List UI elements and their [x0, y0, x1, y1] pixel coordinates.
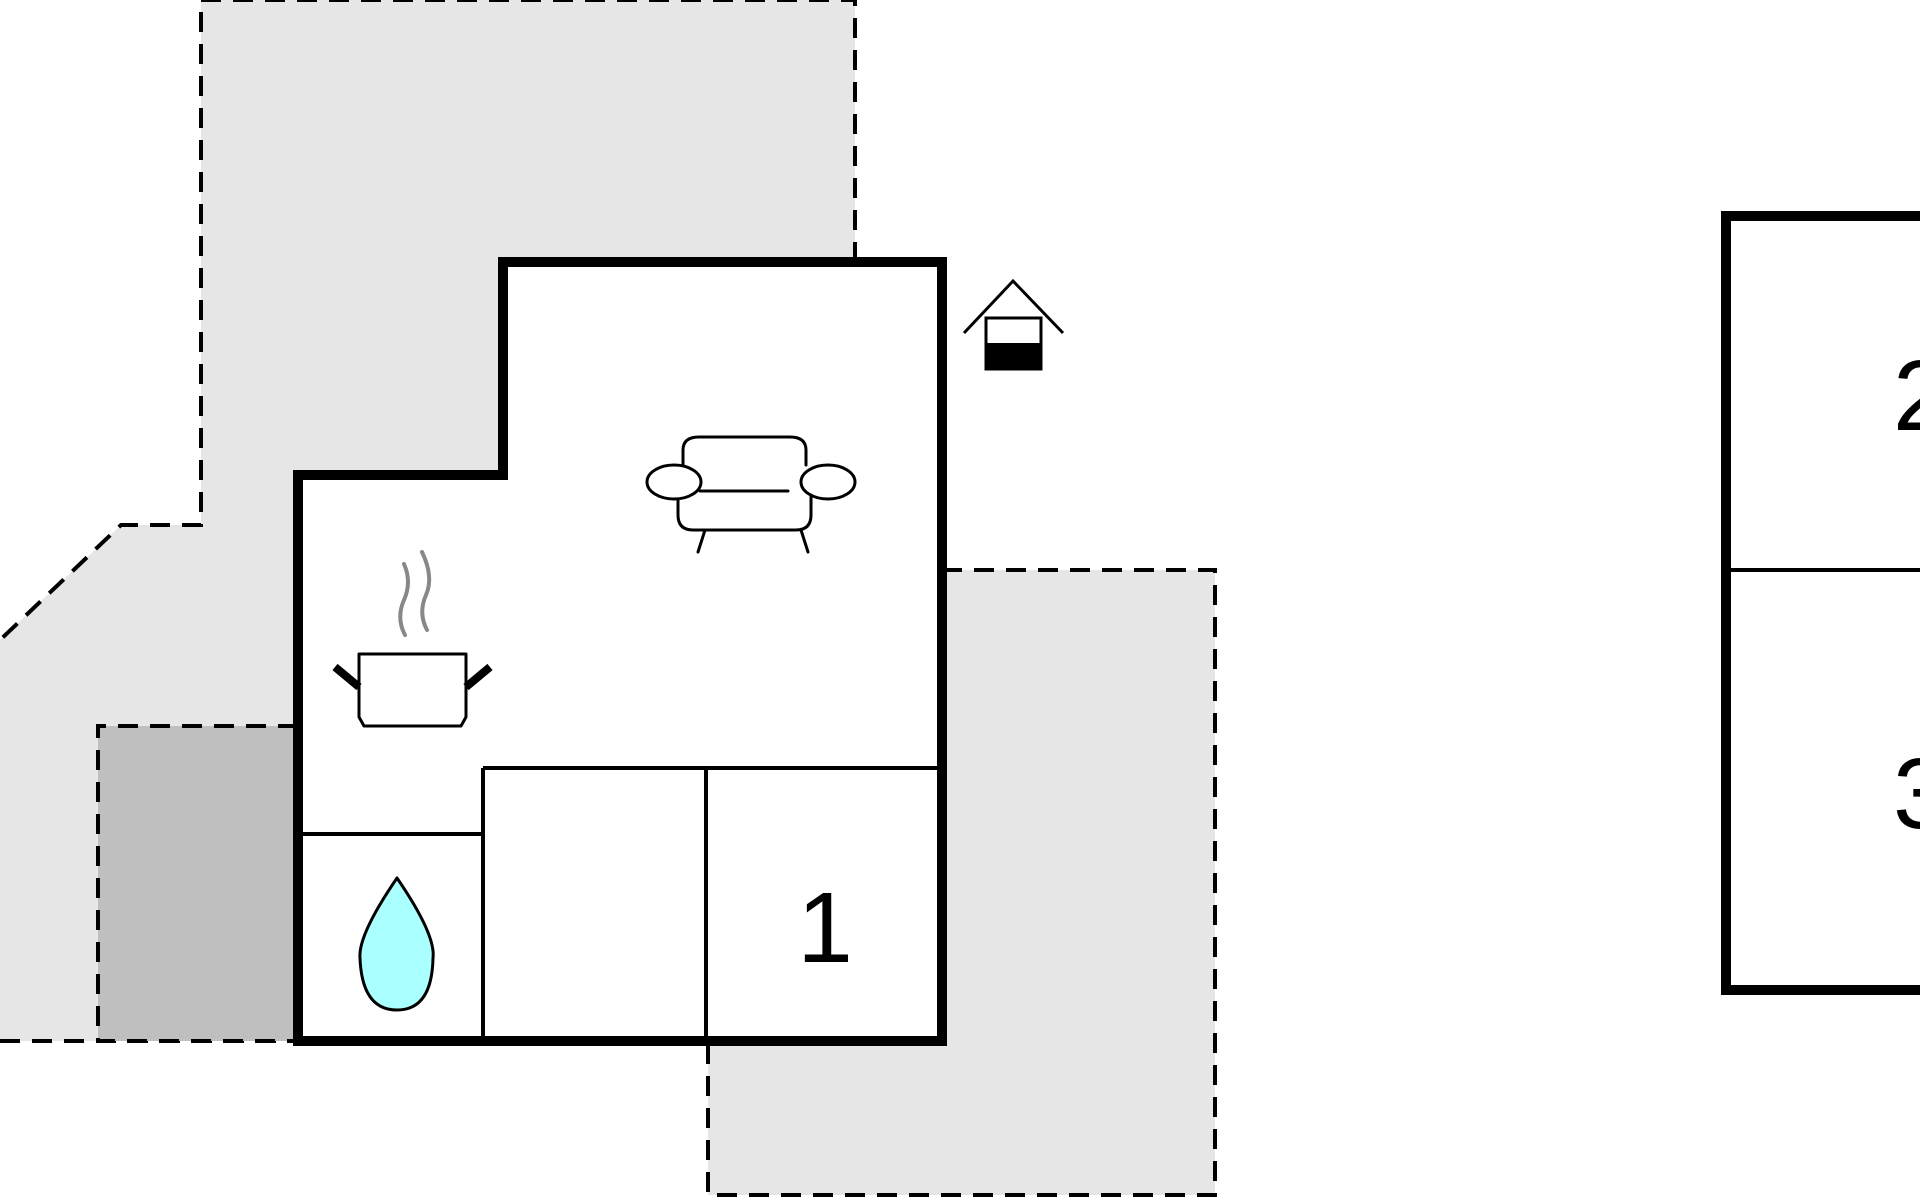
house-entrance-icon — [962, 278, 1065, 371]
upper-floor-plan: 2 3 — [1721, 211, 1920, 995]
terrace-right-border — [706, 568, 1217, 1197]
upper-floor-outline — [1721, 211, 1920, 995]
sofa-icon — [645, 435, 857, 554]
room-number-1: 1 — [797, 872, 853, 984]
carport-border — [96, 724, 298, 1043]
terrace-right — [708, 570, 1215, 1195]
room-number-3: 3 — [1893, 738, 1920, 850]
house-outline — [293, 257, 947, 1046]
carport — [96, 724, 298, 1043]
terrace-left-border — [0, 0, 857, 642]
water-drop-icon — [358, 876, 435, 1012]
interior-walls — [298, 766, 942, 1041]
carport-area — [98, 726, 298, 1041]
cooking-pot-icon — [332, 550, 493, 728]
room-number-2: 2 — [1893, 340, 1920, 452]
